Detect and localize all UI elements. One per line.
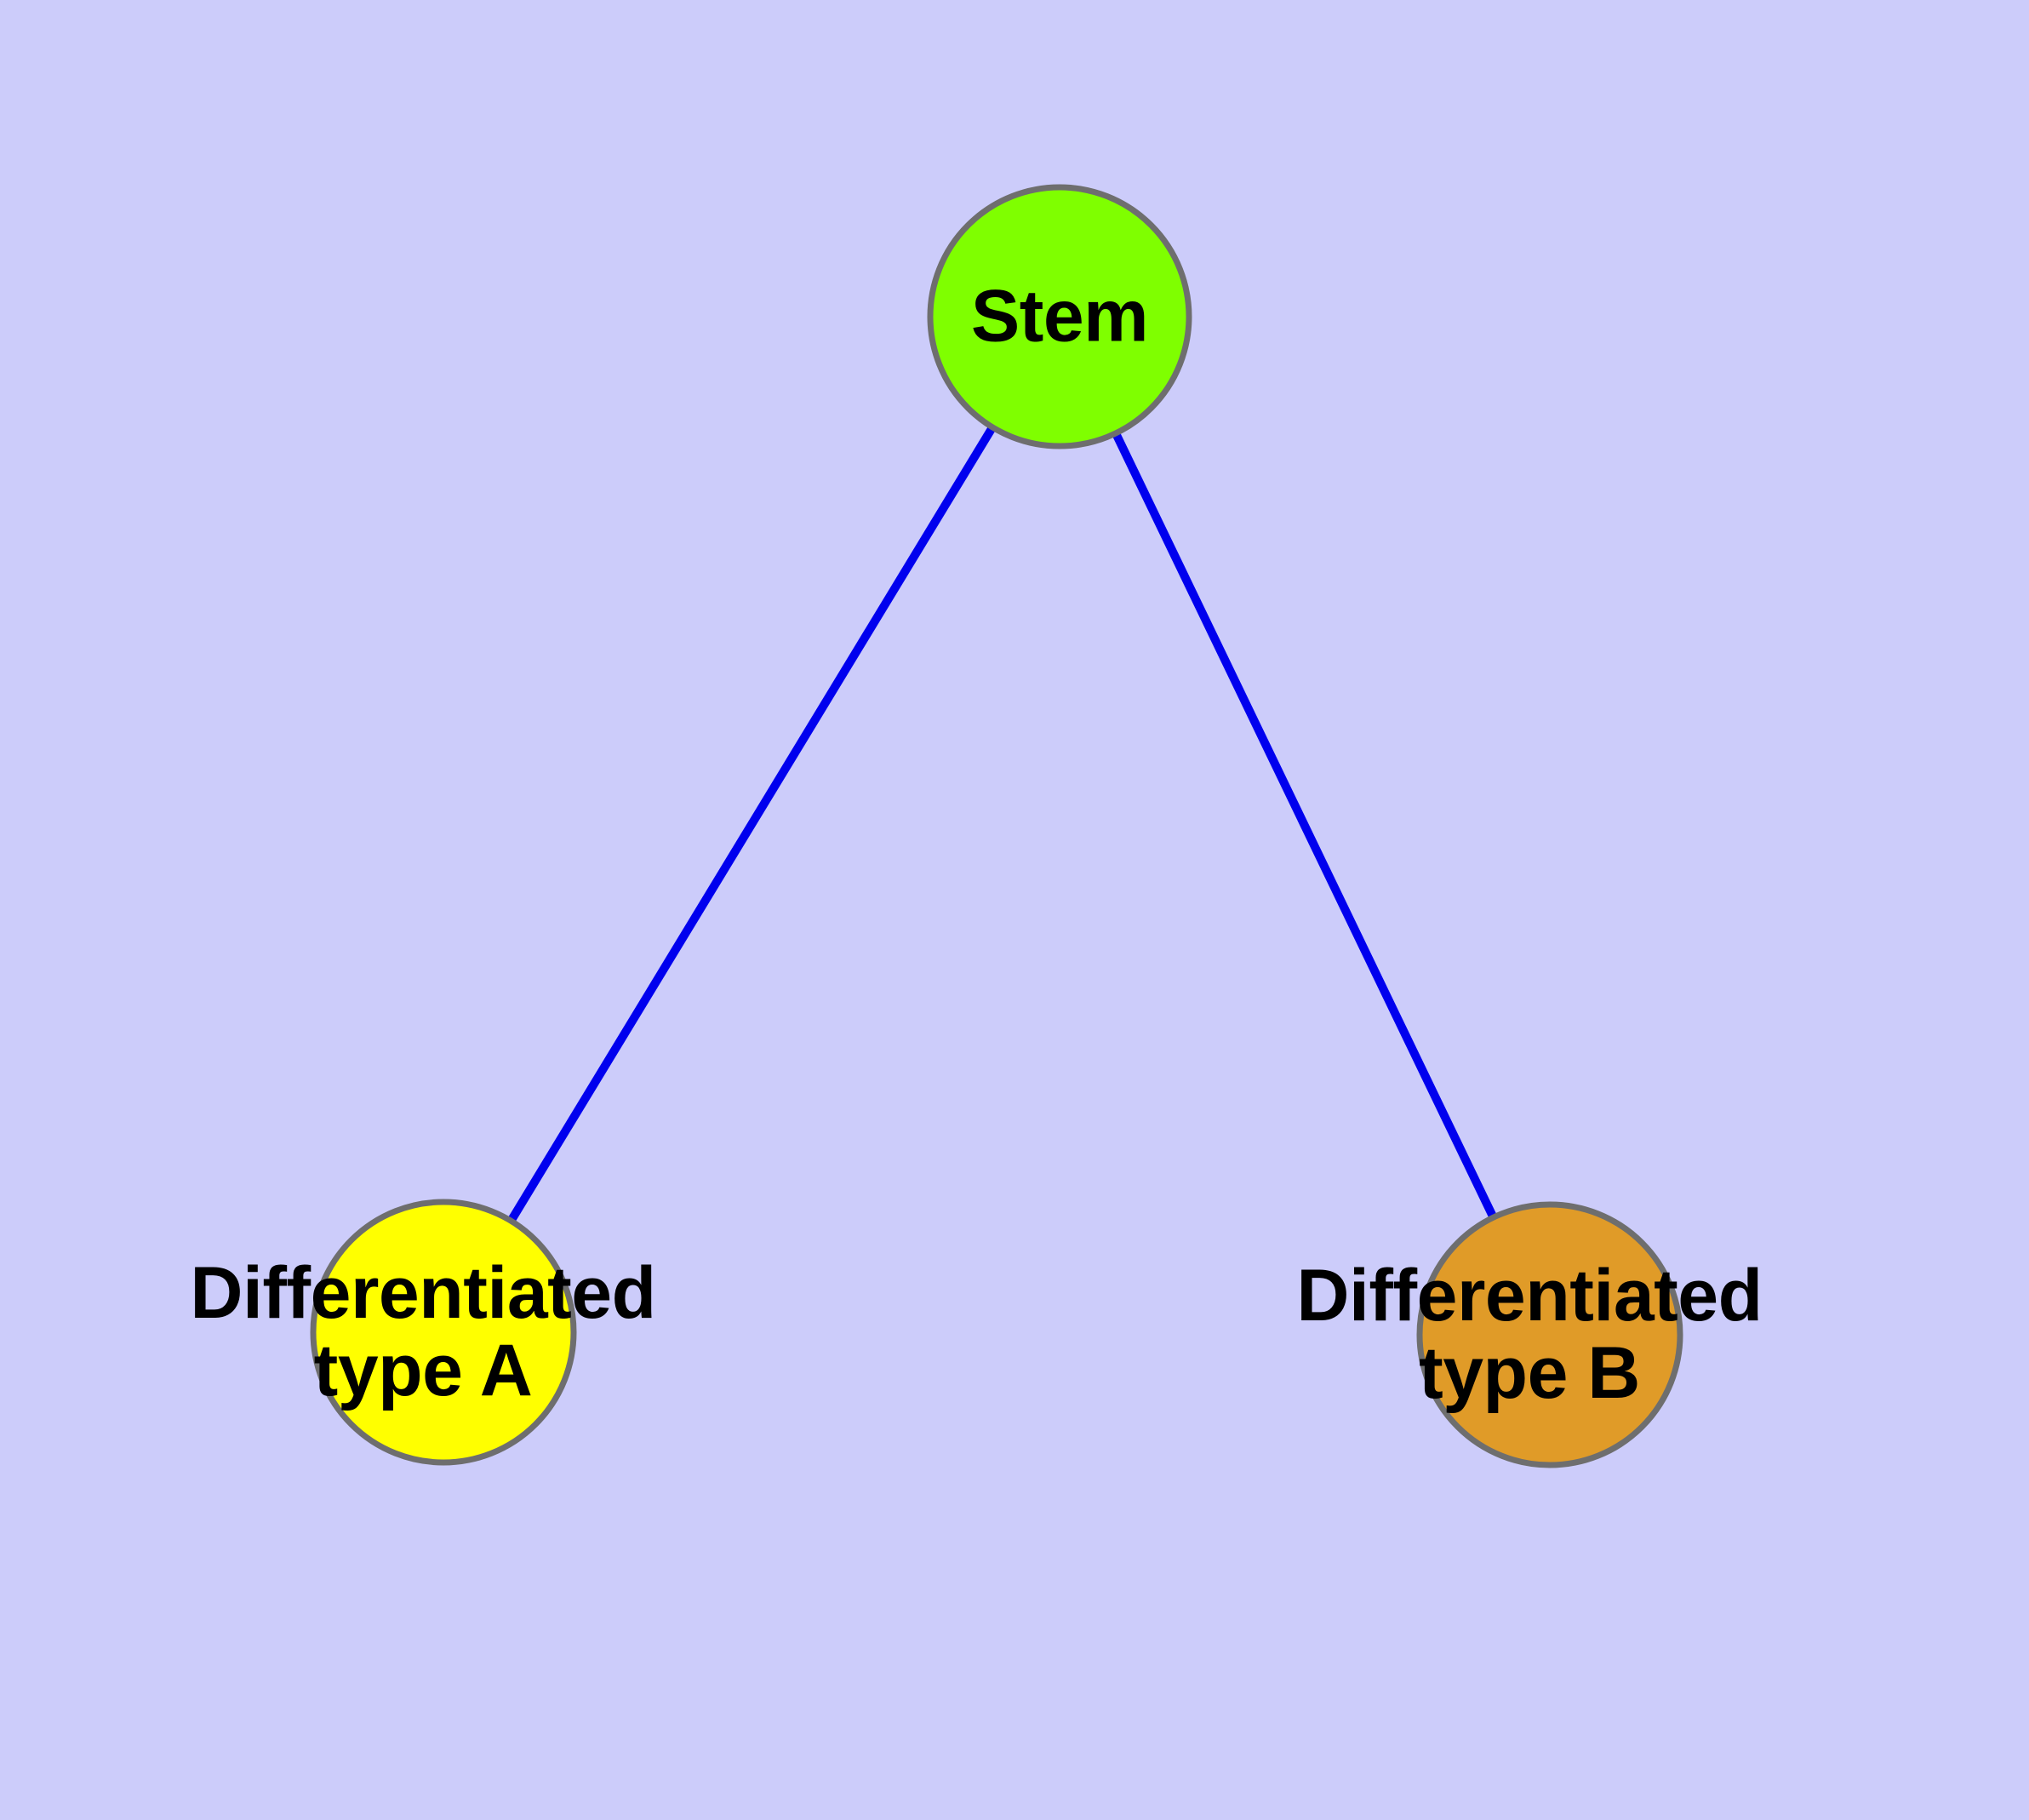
node-layer [310,184,1683,1468]
edge-stem-to-differentiated-type-b[interactable] [1055,314,1554,1337]
node-differentiated-type-b[interactable] [1416,1201,1683,1468]
node-stem[interactable] [927,184,1192,449]
edge-layer [439,314,1554,1337]
edge-stem-to-differentiated-type-a[interactable] [439,314,1064,1335]
node-differentiated-type-a[interactable] [310,1199,577,1466]
